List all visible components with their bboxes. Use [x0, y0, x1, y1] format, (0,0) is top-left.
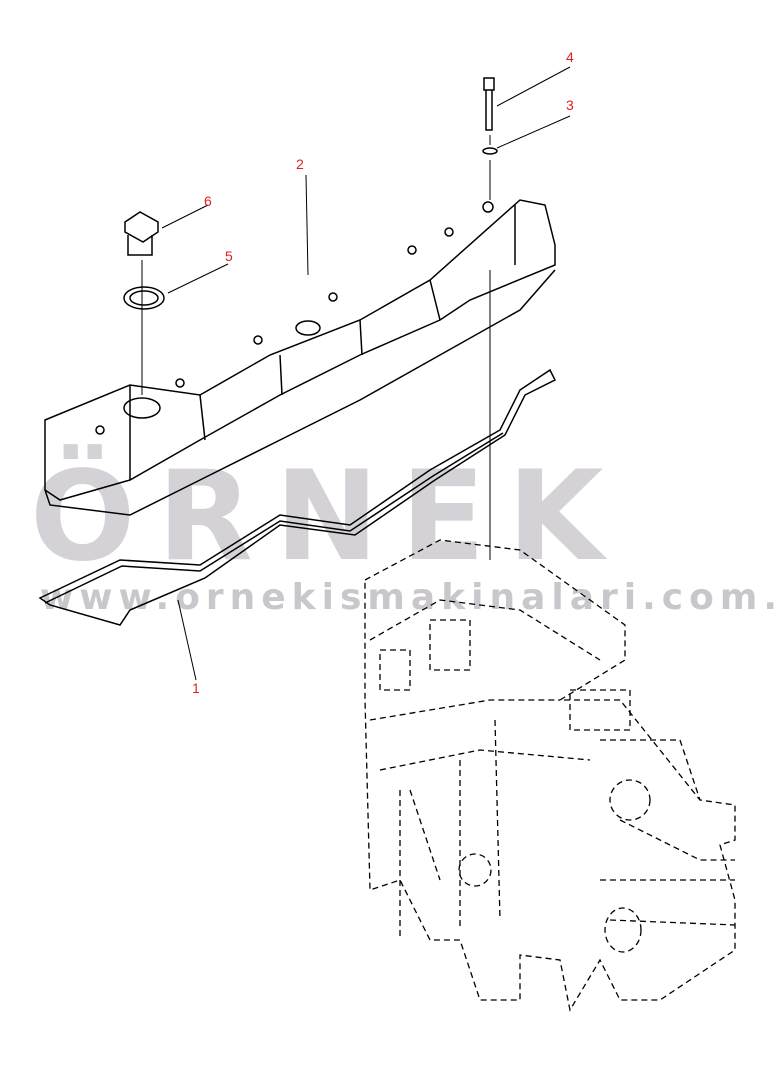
oil-filler-cap [124, 211, 159, 256]
callout-4: 4 [566, 49, 574, 65]
valve-cover [44, 199, 556, 516]
callout-5: 5 [225, 248, 233, 264]
leader-lines [161, 66, 571, 681]
callout-3: 3 [566, 97, 574, 113]
watermark-brand: ÖRNEK [30, 445, 626, 589]
bolt [483, 77, 495, 131]
engine-block [364, 539, 736, 1012]
callout-1: 1 [192, 680, 200, 696]
o-ring [123, 286, 165, 310]
o-ring-inner [129, 290, 159, 306]
callout-2: 2 [296, 156, 304, 172]
watermark-url: www.ornekismakinalari.com.tr [40, 577, 774, 618]
callout-6: 6 [204, 193, 212, 209]
washer [482, 147, 498, 155]
alignment-lines [141, 135, 491, 560]
gasket [38, 368, 557, 626]
